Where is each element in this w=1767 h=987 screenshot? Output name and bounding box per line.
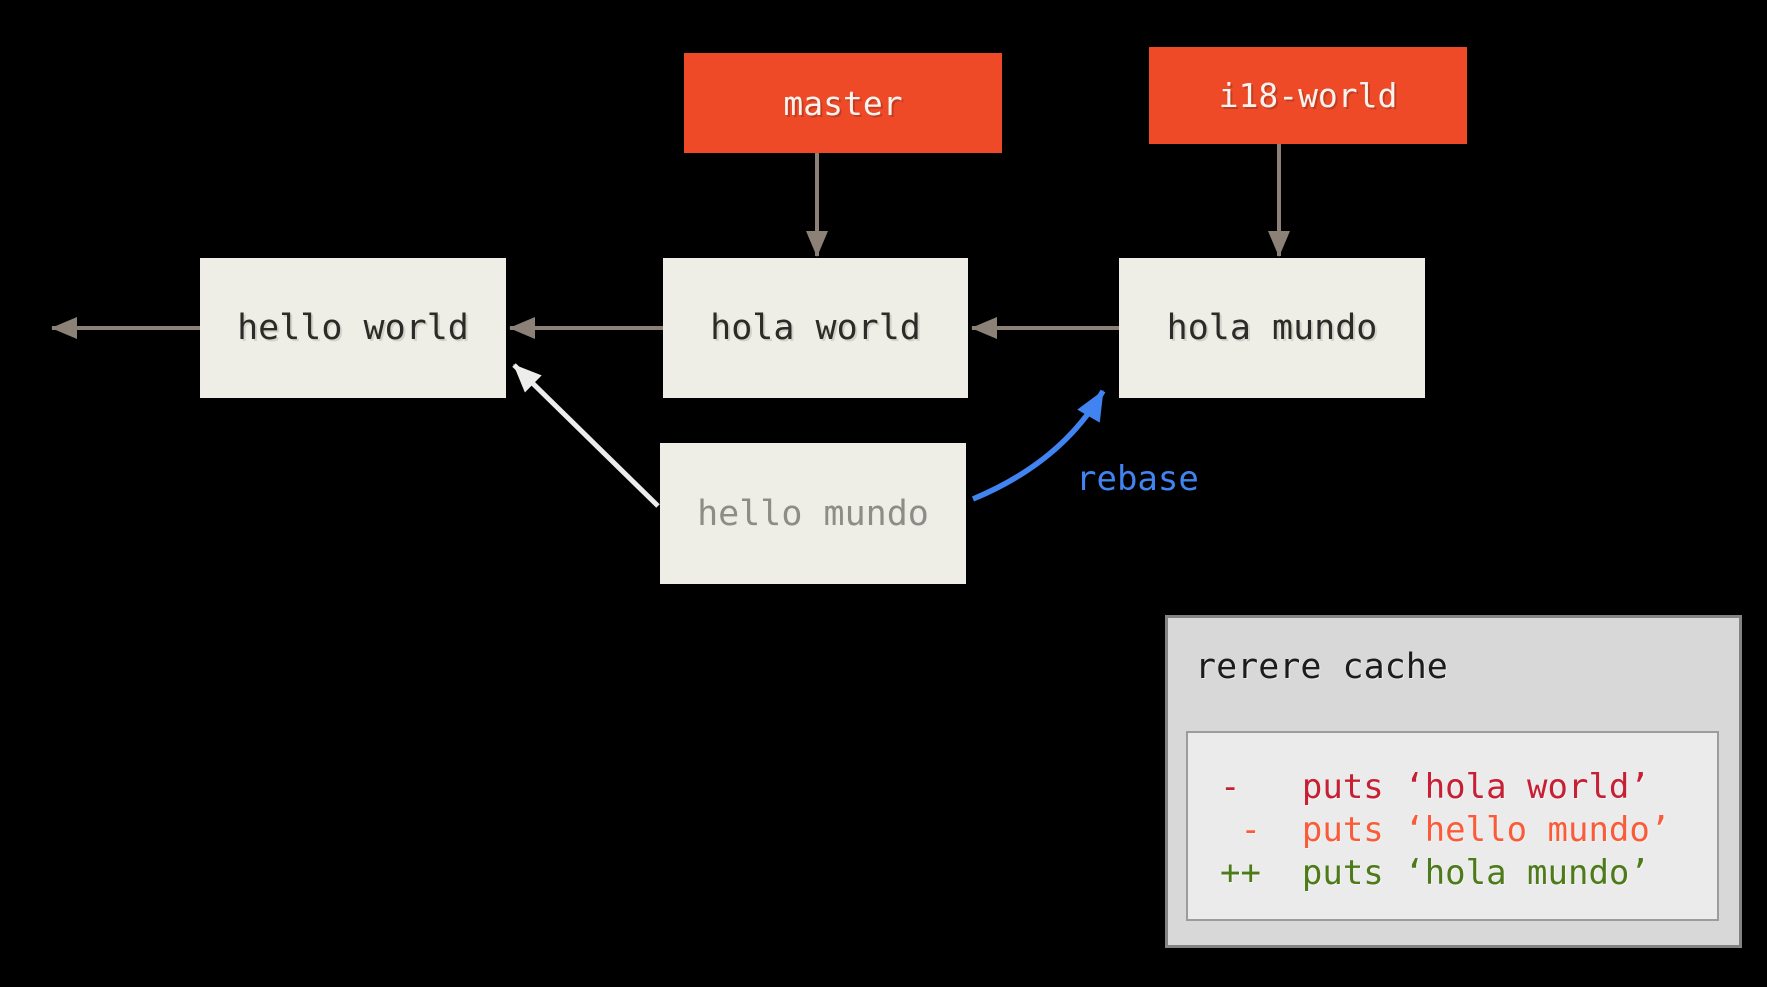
rerere-diff-box: - puts ‘hola world’ - puts ‘hello mundo’… [1186, 731, 1719, 921]
rerere-cache-panel: rerere cache - puts ‘hola world’ - puts … [1165, 615, 1742, 948]
commit-hola-world: hola world [663, 258, 968, 398]
commit-hello-mundo-dimmed: hello mundo [660, 443, 966, 584]
rerere-diff-line: ++ puts ‘hola mundo’ [1220, 853, 1650, 893]
rerere-diff-line: - puts ‘hola world’ [1220, 767, 1650, 807]
rerere-cache-title: rerere cache [1195, 647, 1448, 687]
commit-hello-world: hello world [200, 258, 506, 398]
commit-hola-mundo: hola mundo [1119, 258, 1425, 398]
rerere-diff-line: - puts ‘hello mundo’ [1220, 810, 1671, 850]
rebase-arrow-label: rebase [1076, 459, 1199, 499]
branch-label-master: master [684, 53, 1002, 153]
arrow-hello-mundo-to-hello-world [512, 363, 660, 508]
branch-label-i18-world: i18-world [1149, 47, 1467, 144]
